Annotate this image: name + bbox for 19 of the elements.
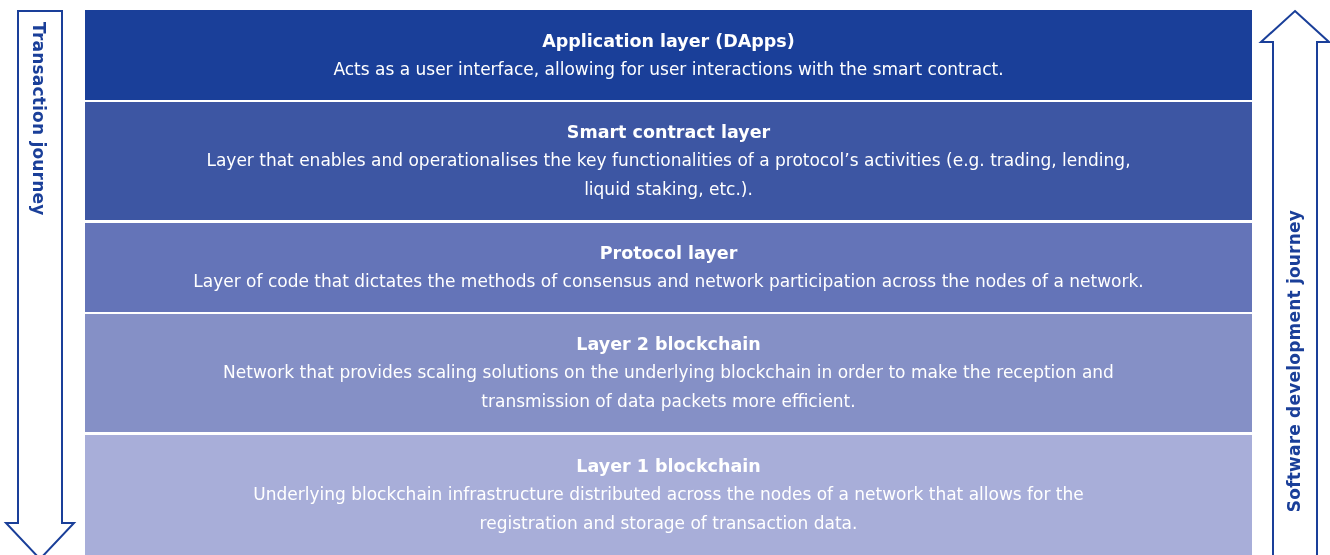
- layer-band: [85, 314, 1252, 432]
- layer-description: Layer that enables and operationalises the key functionalities of a protocol’s activities (e.g. trading, lending, liquid staking, etc.).: [205, 149, 1132, 201]
- up-arrow-shape: [1260, 10, 1330, 555]
- layer-band: [85, 10, 1252, 100]
- down-arrow-shape: [5, 10, 75, 555]
- layer-description: Underlying blockchain infrastructure distributed across the nodes of a network that allows for the registration and storage of transaction data.: [252, 483, 1085, 535]
- layer-title: Layer 2 blockchain: [576, 333, 761, 356]
- layer-band: [85, 435, 1252, 555]
- layer-band: [85, 223, 1252, 312]
- layer-description: Acts as a user interface, allowing for user interactions with the smart contract.: [333, 57, 1004, 81]
- layer-title: Layer 1 blockchain: [576, 455, 761, 478]
- layer-band: [85, 102, 1252, 220]
- layer-title: Application layer (DApps): [542, 29, 795, 53]
- layer-description: Network that provides scaling solutions on the underlying blockchain in order to make the reception and transmission of data packets more efficient.: [222, 361, 1115, 413]
- layer-title: Smart contract layer: [566, 121, 771, 144]
- arrow-label: Software development journey: [1284, 210, 1304, 513]
- arrow-label: Transaction journey: [29, 22, 49, 216]
- layer-description: Layer of code that dictates the methods of consensus and network participation across the nodes of a network.: [193, 270, 1144, 293]
- layer-title: Protocol layer: [599, 242, 738, 265]
